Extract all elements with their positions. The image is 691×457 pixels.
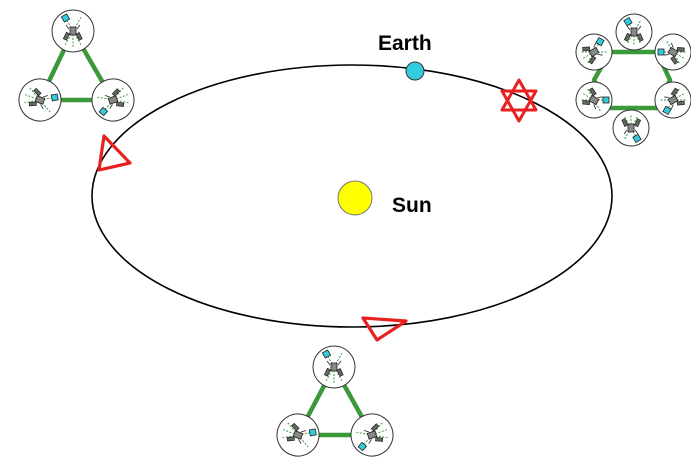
formation-marker-star (500, 78, 538, 123)
spacecraft (350, 413, 394, 457)
formation-bottom (276, 345, 394, 457)
formation-marker-left (97, 134, 132, 172)
spacecraft (575, 81, 613, 119)
spacecraft (276, 413, 320, 457)
formation-top-left (18, 9, 135, 122)
spacecraft (654, 81, 691, 119)
earth-label: Earth (378, 32, 432, 55)
earth (405, 61, 425, 81)
spacecraft (18, 78, 62, 122)
spacecraft (615, 13, 653, 51)
earth-orbit (91, 64, 613, 328)
sun (337, 180, 373, 216)
formation-top-right (575, 13, 691, 147)
spacecraft (91, 78, 135, 122)
spacecraft (575, 33, 613, 71)
sun-label: Sun (392, 194, 432, 217)
formation-marker-bottom (361, 316, 408, 342)
spacecraft (51, 9, 95, 53)
spacecraft (654, 33, 691, 71)
spacecraft (312, 345, 356, 389)
spacecraft (612, 109, 650, 147)
